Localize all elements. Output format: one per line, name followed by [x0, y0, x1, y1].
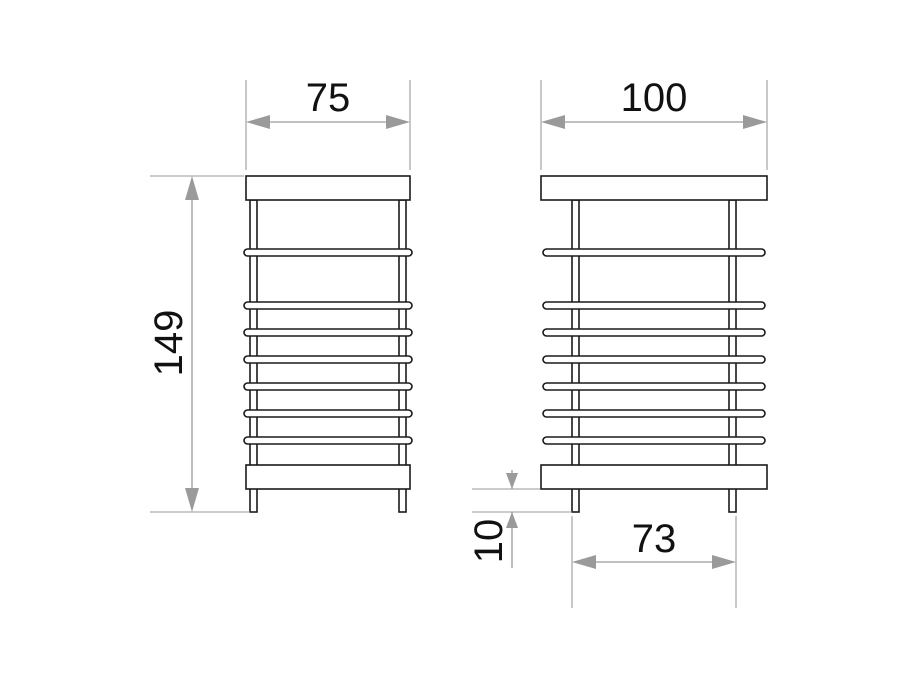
arrow-head: [185, 488, 199, 512]
front-rail: [243, 436, 413, 445]
arrow-head: [541, 115, 565, 129]
front-rail: [243, 301, 413, 310]
dimension-label-leg-spacing: 73: [632, 517, 677, 561]
dimension-foot-height: 10: [467, 470, 572, 568]
side-rails: [542, 248, 766, 445]
front-rail: [243, 328, 413, 337]
dimension-label-front-height: 149: [147, 310, 191, 377]
arrow-head: [185, 176, 199, 200]
dimension-leg-spacing: 73: [571, 516, 737, 608]
front-rail: [243, 409, 413, 418]
dimension-label-foot-height: 10: [467, 519, 511, 564]
front-rail: [243, 355, 413, 364]
side-rail: [542, 248, 766, 257]
dimension-label-side-width: 100: [621, 76, 688, 120]
side-rail: [542, 355, 766, 364]
side-view: [540, 175, 768, 513]
arrow-head: [712, 555, 736, 569]
dimension-front-width: 75: [245, 76, 411, 170]
side-rail: [542, 301, 766, 310]
side-rail: [542, 436, 766, 445]
dimension-label-front-width: 75: [306, 76, 351, 120]
arrow-head: [506, 473, 518, 489]
front-rail: [243, 248, 413, 257]
front-rails: [243, 248, 413, 445]
arrow-head: [743, 115, 767, 129]
dimension-front-height: 149: [147, 175, 250, 513]
side-rail: [542, 328, 766, 337]
front-rail: [243, 382, 413, 391]
arrow-head: [386, 115, 410, 129]
front-bottom-plate: [245, 464, 411, 490]
side-rail: [542, 382, 766, 391]
dimension-side-width: 100: [540, 76, 768, 170]
front-view: [243, 175, 413, 513]
front-top-plate: [245, 175, 411, 201]
side-bottom-plate: [540, 464, 768, 490]
side-top-plate: [540, 175, 768, 201]
arrow-head: [506, 512, 518, 528]
arrow-head: [246, 115, 270, 129]
side-rail: [542, 409, 766, 418]
arrow-head: [572, 555, 596, 569]
